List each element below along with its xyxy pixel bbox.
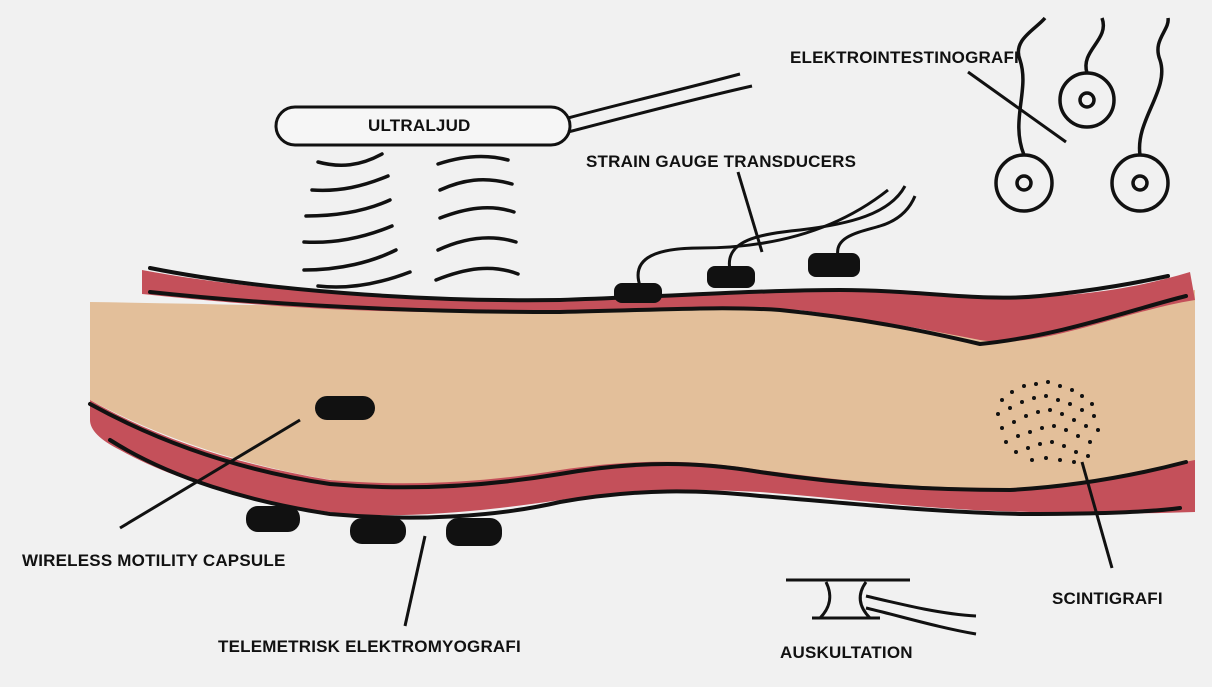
stethoscope-icon bbox=[786, 580, 976, 634]
elektrointestinografi-pointer bbox=[968, 72, 1066, 142]
wireless-capsule-icon bbox=[315, 396, 375, 420]
strain-gauge-icon bbox=[614, 186, 915, 303]
scintigrafi-label: SCINTIGRAFI bbox=[1052, 589, 1163, 609]
auskultation-label: AUSKULTATION bbox=[780, 643, 913, 663]
elektrointestinografi-label: ELEKTROINTESTINOGRAFI bbox=[790, 48, 1019, 68]
telemetrisk-pointer bbox=[405, 536, 425, 626]
strain-gauge-label: STRAIN GAUGE TRANSDUCERS bbox=[586, 152, 856, 172]
electrode-icon bbox=[996, 18, 1168, 211]
ultraljud-label: ULTRALJUD bbox=[368, 116, 471, 136]
ultrasound-probe-icon bbox=[276, 74, 752, 145]
ultrasound-waves-icon bbox=[304, 154, 518, 287]
telemetrisk-label: TELEMETRISK ELEKTROMYOGRAFI bbox=[218, 637, 521, 657]
wireless-capsule-label: WIRELESS MOTILITY CAPSULE bbox=[22, 551, 285, 571]
